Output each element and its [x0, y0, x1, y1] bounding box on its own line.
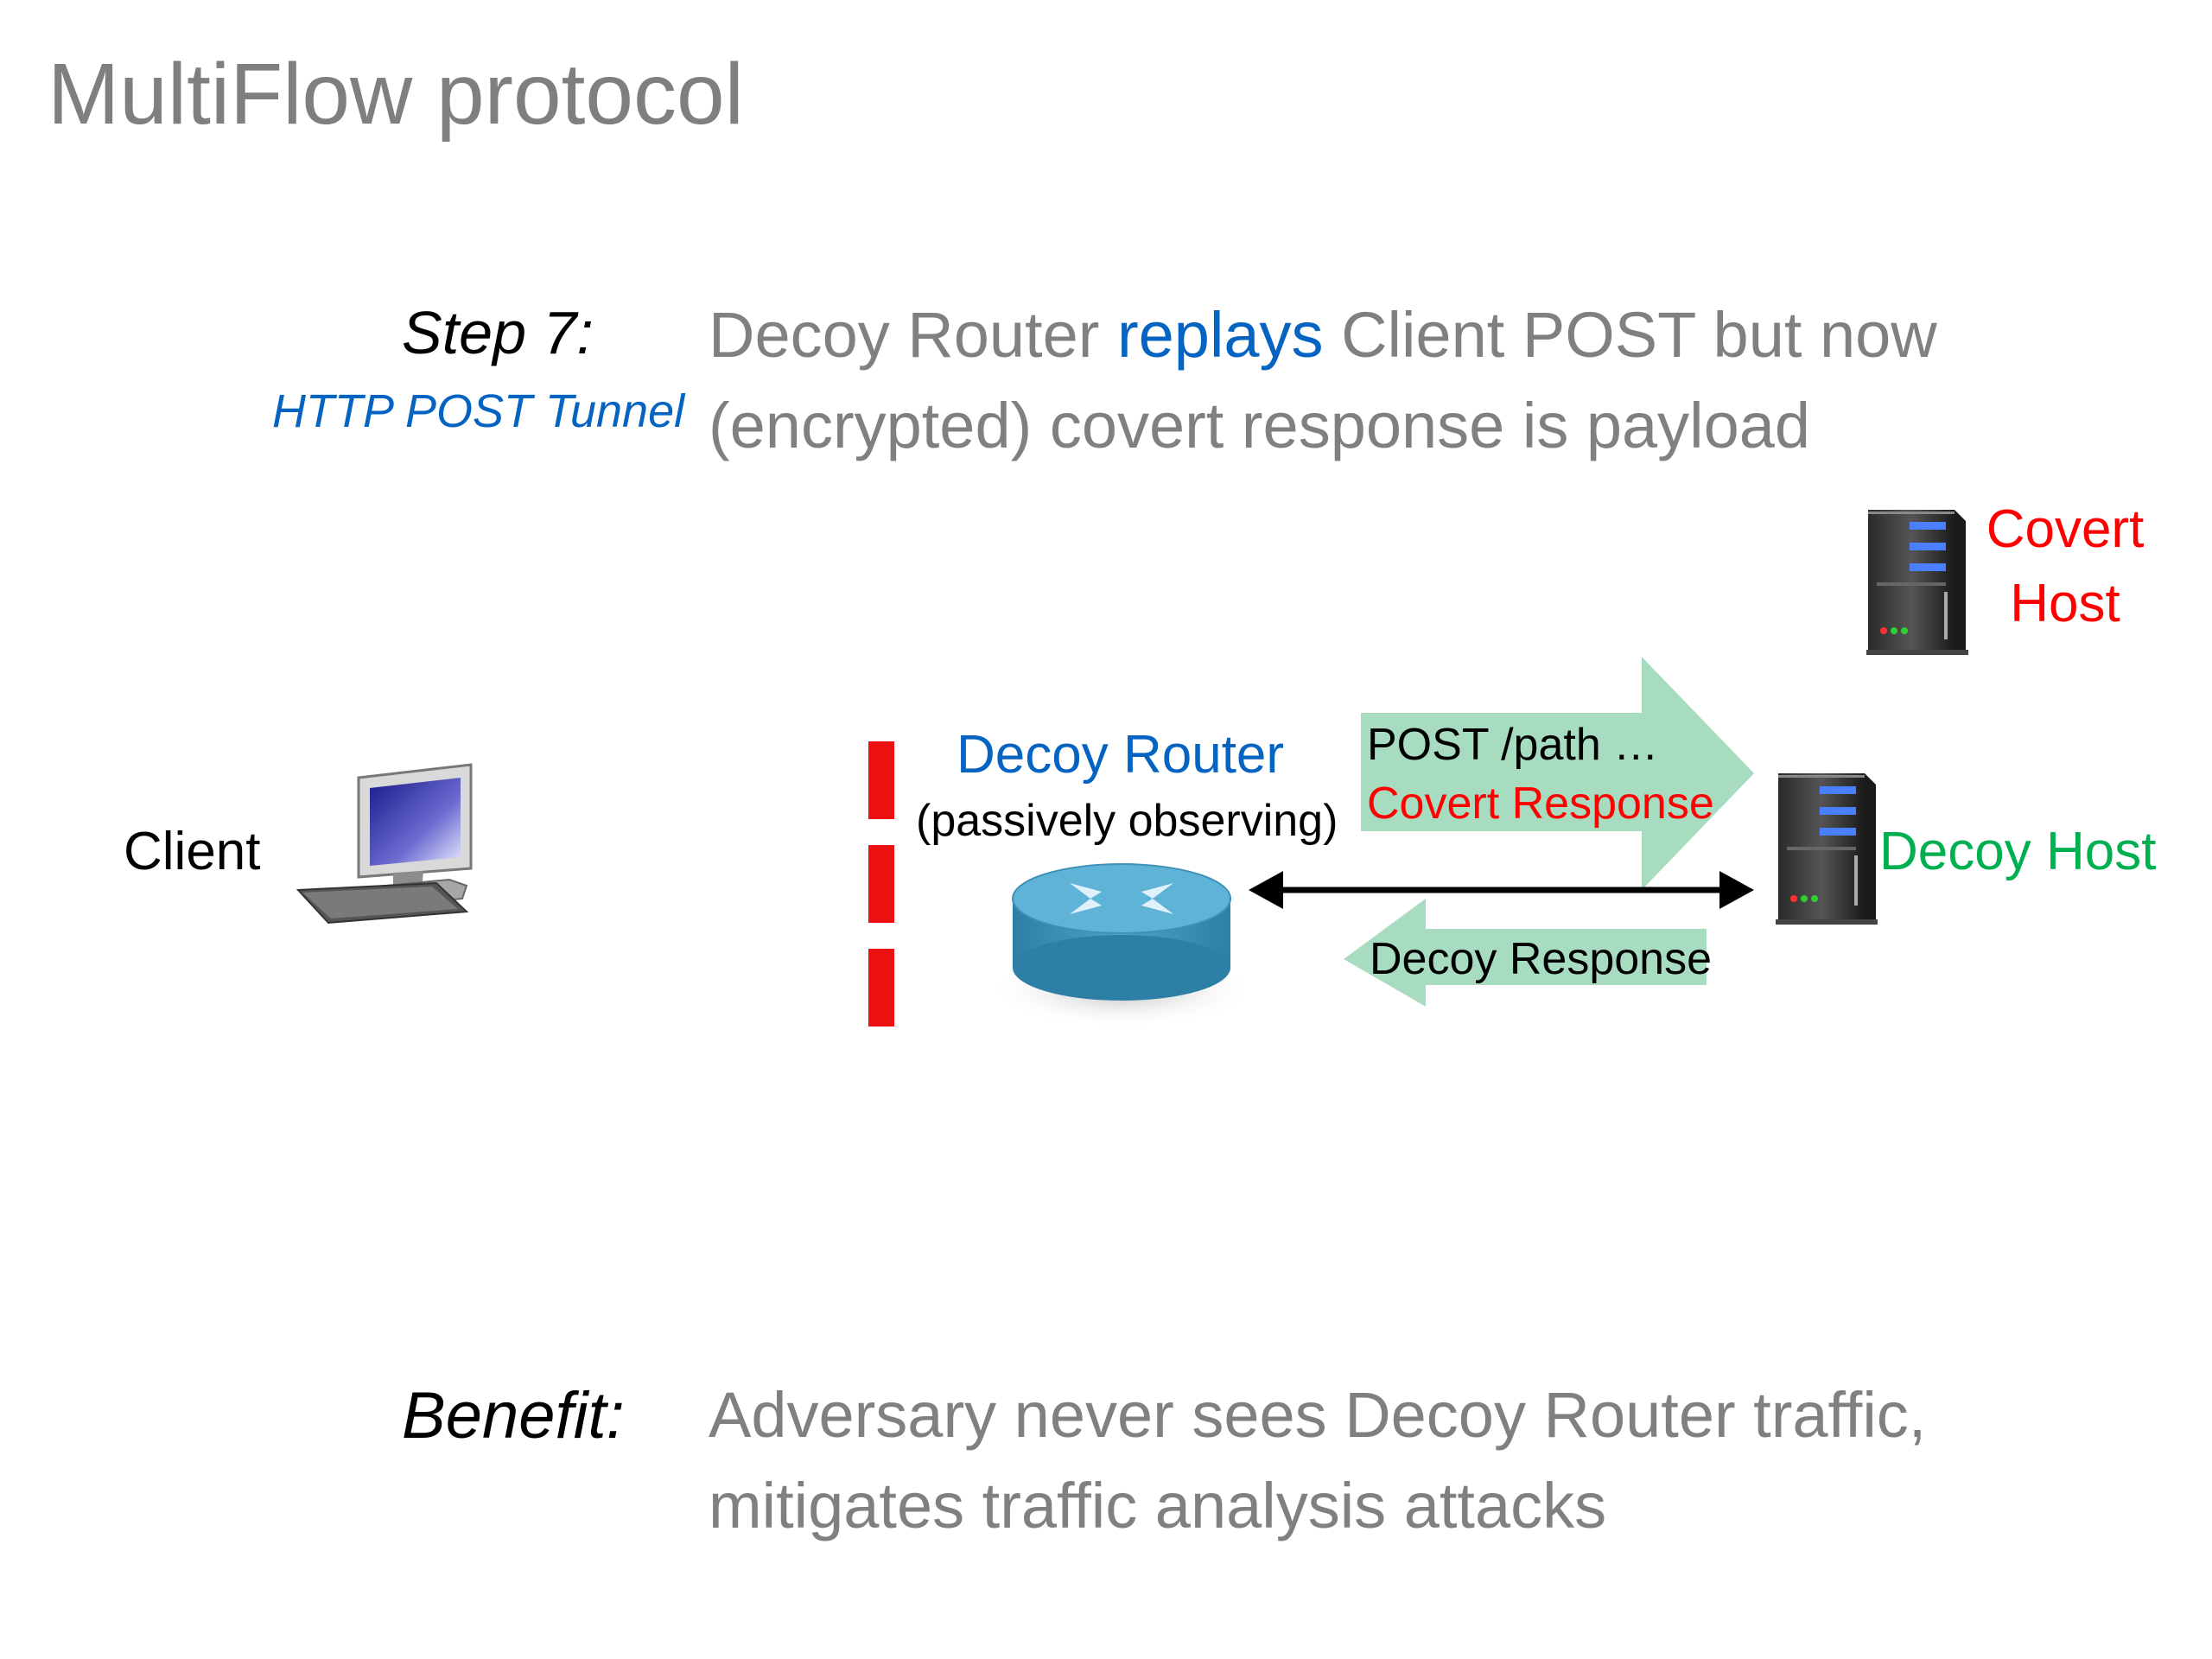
post-covert-response-arrow — [1361, 657, 1754, 890]
covert-host-label-line1: Covert — [1986, 499, 2145, 559]
step-line1-pre: Decoy Router — [709, 299, 1117, 371]
client-computer-icon — [296, 763, 473, 925]
client-label: Client — [124, 822, 261, 881]
benefit-label: Benefit: — [402, 1379, 625, 1452]
page-title: MultiFlow protocol — [48, 46, 744, 143]
router-sublabel: (passively observing) — [916, 796, 1338, 846]
step-description-line1: Decoy Router replays Client POST but now — [709, 298, 1937, 372]
decoy-response-arrow — [1344, 899, 1707, 1007]
bidirectional-arrow — [1249, 871, 1754, 909]
post-path-label: POST /path … — [1367, 720, 1659, 770]
benefit-line1: Adversary never sees Decoy Router traffi… — [709, 1379, 1927, 1451]
step-line1-post: Client POST but now — [1323, 299, 1937, 371]
step-description-line2: (encrypted) covert response is payload — [709, 390, 1811, 461]
decoy-response-label: Decoy Response — [1370, 934, 1712, 984]
covert-host-label-line2: Host — [2010, 574, 2120, 633]
covert-host-server-icon — [1866, 510, 1968, 655]
covert-response-label: Covert Response — [1367, 779, 1714, 829]
barrier-segment-3 — [868, 949, 894, 1027]
step-label: Step 7: — [402, 299, 594, 366]
decoy-host-server-icon — [1776, 773, 1878, 925]
router-icon — [988, 863, 1255, 1028]
router-label: Decoy Router — [957, 725, 1285, 785]
barrier-segment-1 — [868, 741, 894, 819]
step-sublabel: HTTP POST Tunnel — [272, 385, 685, 437]
benefit-line2: mitigates traffic analysis attacks — [709, 1470, 1607, 1541]
step-line1-highlight: replays — [1116, 299, 1324, 371]
decoy-host-label: Decoy Host — [1879, 822, 2157, 881]
barrier-segment-2 — [868, 845, 894, 923]
